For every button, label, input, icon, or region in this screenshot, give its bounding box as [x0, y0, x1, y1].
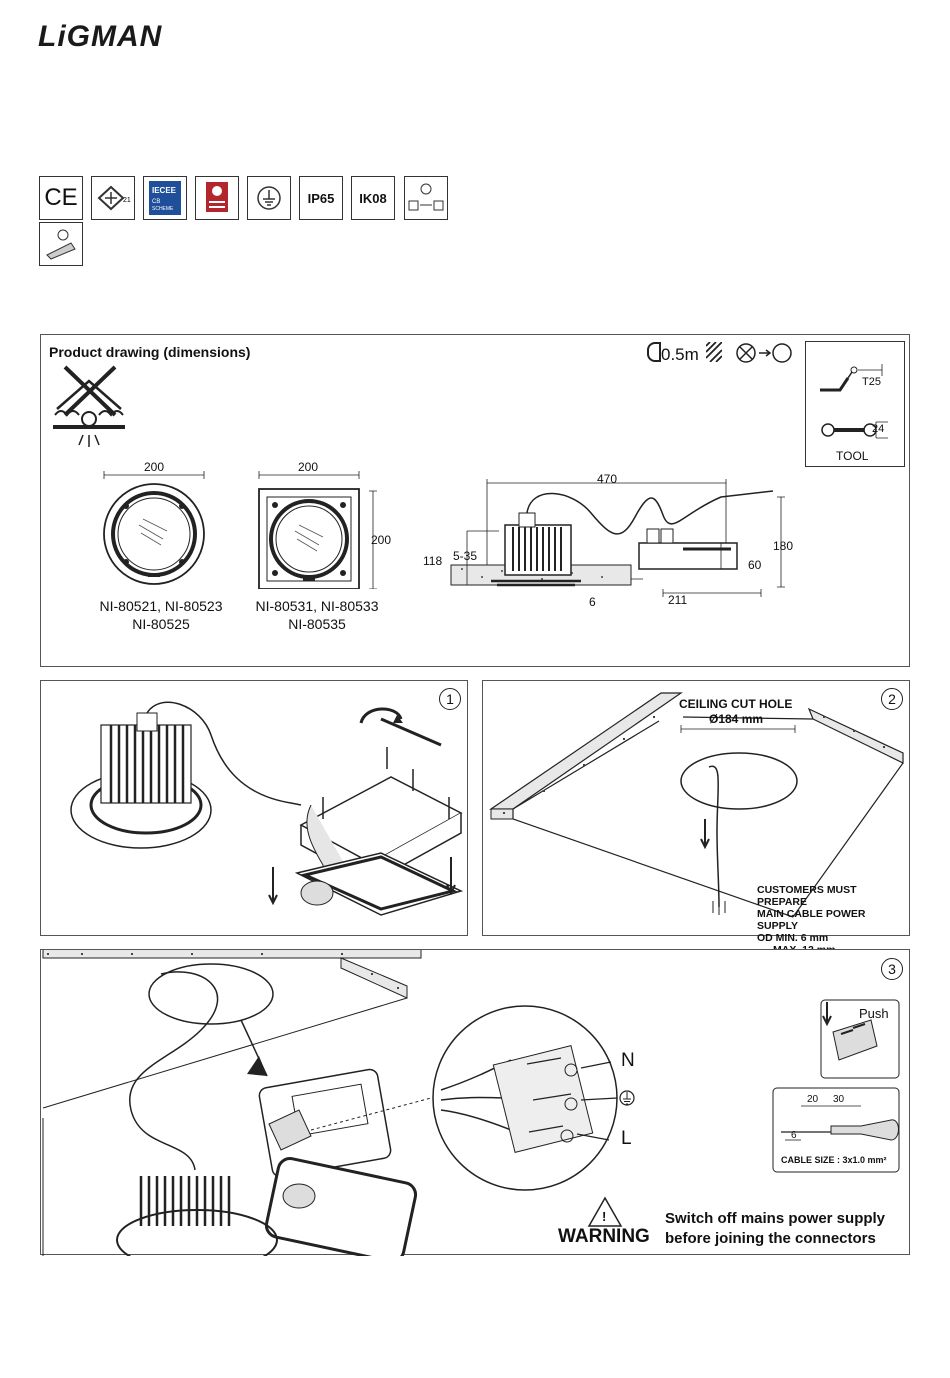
- square-width-label: 200: [298, 460, 319, 474]
- svg-text:CB: CB: [152, 199, 160, 205]
- driver-length-label: 211: [668, 593, 688, 607]
- terminal-label-n: N: [621, 1050, 635, 1071]
- brand-logo: LiGMAN: [38, 20, 163, 53]
- side-view-drawing: [450, 479, 785, 597]
- round-models-line2: NI-80525: [132, 616, 190, 632]
- step1-panel: 1: [40, 680, 468, 936]
- dimensions-panel: Product drawing (dimensions) 0.5m: [40, 334, 910, 667]
- side-length-label: 470: [597, 472, 618, 486]
- round-models: NI-80521, NI-80523 NI-80525: [81, 597, 241, 633]
- cut-hole-size: Ø184 mm: [709, 712, 764, 726]
- step2-illustration: [489, 692, 904, 918]
- gap-label: 6: [589, 595, 596, 609]
- warning-line2: before joining the connectors: [665, 1230, 876, 1247]
- warning-exclamation-icon: !: [602, 1209, 607, 1224]
- tool-box: T25 24 TOOL: [805, 341, 905, 467]
- step-number: 3: [881, 958, 903, 980]
- no-insulation-cover-icon: [53, 365, 125, 447]
- strip-dim-30: 30: [833, 1094, 845, 1105]
- svg-text:IECEE: IECEE: [152, 186, 177, 195]
- lamp-replace-icon: [736, 343, 792, 363]
- quality-cert-icon: [195, 176, 239, 220]
- tool-label: TOOL: [836, 449, 869, 463]
- square-models-line2: NI-80535: [288, 616, 346, 632]
- cut-hole-label: CEILING CUT HOLE: [679, 697, 793, 711]
- ceiling-thickness-label: 5-35: [453, 549, 478, 563]
- eac-icon: 21: [91, 176, 135, 220]
- step2-panel: 2 CEILING CUT HOLE Ø184 mm CUSTOMERS MUS…: [482, 680, 910, 956]
- tool-drawings: [820, 364, 888, 439]
- square-luminaire-drawing: [258, 471, 377, 589]
- step1-illustration: [70, 701, 464, 916]
- note-line: OD MIN. 6 mm: [757, 932, 829, 944]
- ip65-badge: IP65: [299, 176, 343, 220]
- round-models-line1: NI-80521, NI-80523: [99, 598, 223, 614]
- step3-panel: 3 N L Push 20: [40, 949, 910, 1256]
- square-models-line1: NI-80531, NI-80533: [255, 598, 379, 614]
- tool-size-24: 24: [872, 423, 885, 435]
- strip-dim-6: 6: [791, 1130, 797, 1141]
- strip-dim-20: 20: [807, 1094, 819, 1105]
- earth-ground-icon: [247, 176, 291, 220]
- side-height-left-label: 118: [423, 554, 443, 568]
- terminal-label-l: L: [621, 1128, 632, 1149]
- lamp-distance-icon: [647, 342, 661, 362]
- hatch-surface-icon: [706, 342, 722, 362]
- panel-title: Product drawing (dimensions): [49, 344, 251, 360]
- round-width-label: 200: [144, 460, 165, 474]
- ik08-badge: IK08: [351, 176, 395, 220]
- round-luminaire-drawing: [103, 471, 205, 585]
- distance-indicator: 0.5m: [647, 342, 699, 365]
- svg-text:21: 21: [123, 197, 131, 204]
- note-line: MAIN CABLE POWER SUPPLY: [757, 908, 866, 932]
- cable-note: CUSTOMERS MUST PREPARE MAIN CABLE POWER …: [757, 884, 909, 956]
- note-line: CUSTOMERS MUST PREPARE: [757, 884, 857, 908]
- step3-illustration: [42, 950, 900, 1256]
- connector-icon: [39, 222, 83, 266]
- square-height-label: 200: [371, 533, 392, 547]
- adapter-icon: [404, 176, 448, 220]
- square-models: NI-80531, NI-80533 NI-80535: [237, 597, 397, 633]
- cable-size-label: CABLE SIZE : 3x1.0 mm²: [781, 1155, 887, 1165]
- tool-size-t25: T25: [862, 376, 881, 388]
- ce-mark-icon: CE: [39, 176, 83, 220]
- step-number: 2: [881, 688, 903, 710]
- step-number: 1: [439, 688, 461, 710]
- push-label: Push: [859, 1006, 889, 1021]
- warning-line1: Switch off mains power supply: [665, 1210, 886, 1227]
- svg-text:SCHEME: SCHEME: [152, 206, 174, 212]
- warning-label: WARNING: [558, 1226, 650, 1247]
- driver-height-label: 60: [748, 558, 762, 572]
- side-height-total-label: 180: [773, 539, 794, 553]
